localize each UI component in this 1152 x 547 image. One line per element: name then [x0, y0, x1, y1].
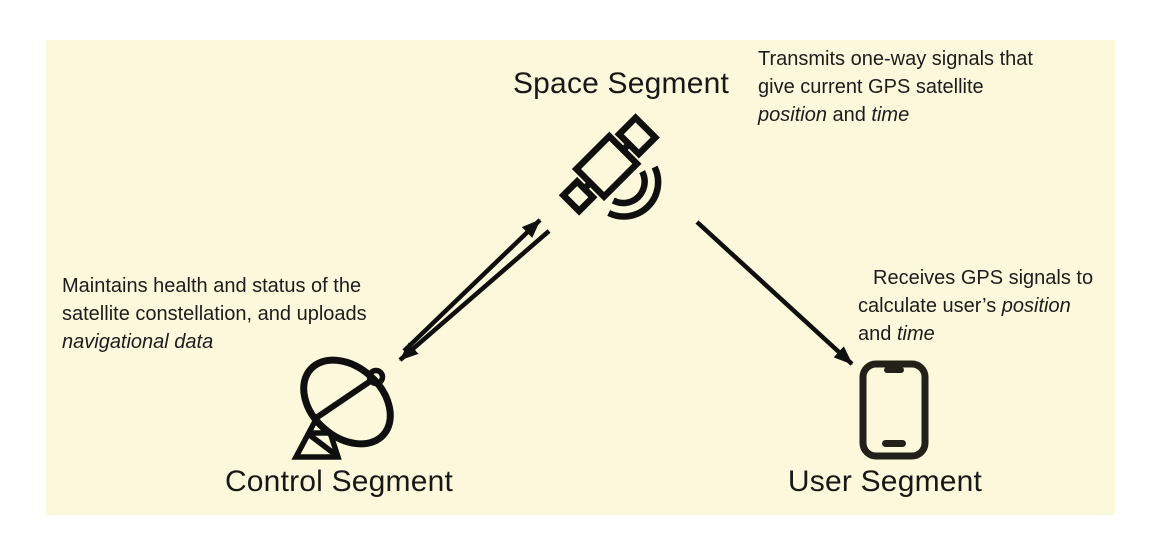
satellite-icon	[543, 104, 673, 234]
satellite-dish-icon	[288, 356, 394, 462]
smartphone-icon	[858, 360, 930, 460]
space-segment-label: Space Segment	[512, 67, 730, 100]
control-segment-label: Control Segment	[224, 465, 454, 498]
user-segment-label: User Segment	[787, 465, 983, 498]
diagram-panel	[46, 40, 1115, 515]
